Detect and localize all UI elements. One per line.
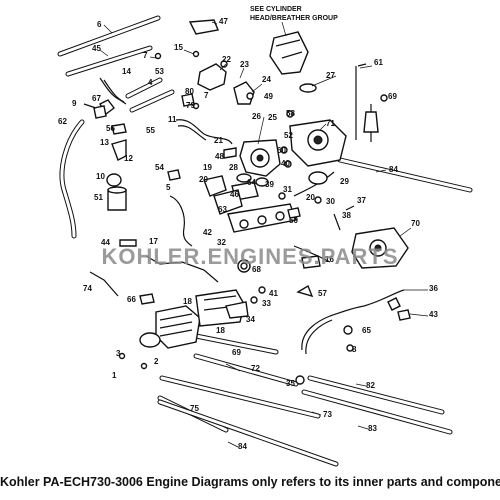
- callout-10: 10: [96, 172, 105, 181]
- callout-27: 27: [326, 71, 335, 80]
- callout-2: 2: [154, 357, 159, 366]
- callout-41: 41: [269, 289, 278, 298]
- callout-12: 12: [124, 154, 133, 163]
- callout-1: 1: [112, 371, 117, 380]
- callout-29: 29: [340, 177, 349, 186]
- note-line-2: HEAD/BREATHER GROUP: [250, 15, 338, 22]
- watermark: KOHLER.ENGINES.PARTS: [101, 244, 399, 269]
- callout-75: 74: [83, 284, 92, 293]
- callout-38: 38: [342, 211, 351, 220]
- callout-53: 53: [155, 67, 164, 76]
- callout-43: 43: [429, 310, 438, 319]
- callout-72: 71: [326, 119, 335, 128]
- callout-73: 72: [251, 364, 260, 373]
- hose-parts: [59, 63, 405, 355]
- callout-52: 52: [284, 131, 293, 140]
- callout-5: 5: [166, 183, 171, 192]
- callout-54: 54: [155, 163, 164, 172]
- callout-6: 6: [97, 20, 102, 29]
- callout-14: 14: [122, 67, 131, 76]
- callout-26: 26: [252, 112, 261, 121]
- callout-49: 49: [264, 92, 273, 101]
- callout-79: 79: [186, 101, 195, 110]
- callout-25: 25: [268, 113, 277, 122]
- callout-13: 13: [100, 138, 109, 147]
- callout-numbers: 6 47 45 7 15 22 23 14 53 61 27 24 4 80 7…: [58, 17, 438, 451]
- callout-56: 56: [106, 124, 115, 133]
- callout-7: 7: [143, 51, 148, 60]
- callout-37: 37: [357, 196, 366, 205]
- callout-39: 39: [265, 180, 274, 189]
- callout-8: 8: [352, 345, 357, 354]
- callout-7b: 7: [204, 91, 209, 100]
- callout-62: 62: [58, 117, 67, 126]
- leader-lines: [99, 21, 429, 448]
- callout-33: 33: [262, 299, 271, 308]
- callout-31: 31: [283, 185, 292, 194]
- callout-23: 23: [240, 60, 249, 69]
- callout-21: 21: [214, 136, 223, 145]
- callout-68: 68: [252, 265, 261, 274]
- note-line-1: SEE CYLINDER: [250, 6, 302, 13]
- callout-44: 44: [101, 238, 110, 247]
- callout-20b: 20: [306, 193, 315, 202]
- callout-28: 28: [229, 163, 238, 172]
- callout-15: 15: [174, 43, 183, 52]
- callout-61: 61: [374, 58, 383, 67]
- callout-36: 36: [429, 284, 438, 293]
- callout-70: 69: [232, 348, 241, 357]
- mechanical-parts: [83, 19, 411, 385]
- callout-20: 20: [199, 175, 208, 184]
- callout-9: 9: [72, 99, 77, 108]
- callout-4: 4: [148, 78, 153, 87]
- callout-71: 70: [411, 219, 420, 228]
- caption: Kohler PA-ECH730-3006 Engine Diagrams on…: [0, 475, 500, 489]
- callout-16: 16: [325, 255, 334, 264]
- callout-19: 19: [203, 163, 212, 172]
- callout-80: 80: [185, 87, 194, 96]
- callout-50: 50: [289, 216, 298, 225]
- callout-18: 18: [183, 297, 192, 306]
- callout-82: 83: [368, 424, 377, 433]
- callout-46: 46: [230, 190, 239, 199]
- callout-58: 58: [286, 109, 295, 118]
- callout-60: 60: [277, 146, 286, 155]
- callout-18b: 18: [216, 326, 225, 335]
- callout-40: 40: [281, 159, 290, 168]
- callout-57: 57: [318, 289, 327, 298]
- callout-3: 3: [116, 349, 121, 358]
- callout-35: 35: [286, 379, 295, 388]
- callout-76: 75: [190, 404, 199, 413]
- callout-11: 11: [168, 115, 177, 124]
- cylinder-head-note: SEE CYLINDER HEAD/BREATHER GROUP: [250, 6, 338, 37]
- callout-67: 67: [92, 94, 101, 103]
- callout-24: 24: [262, 75, 271, 84]
- tube-parts: [57, 15, 473, 467]
- callout-55: 55: [146, 126, 155, 135]
- callout-66: 66: [127, 295, 136, 304]
- callout-22: 22: [222, 55, 231, 64]
- callout-69: 69: [388, 92, 397, 101]
- callout-84: 84: [389, 165, 398, 174]
- callout-17: 17: [149, 237, 158, 246]
- callout-42: 42: [203, 228, 212, 237]
- callout-63: 63: [218, 205, 227, 214]
- callout-51: 51: [94, 193, 103, 202]
- callout-45: 45: [92, 44, 101, 53]
- callout-48: 48: [215, 152, 224, 161]
- callout-47: 47: [219, 17, 228, 26]
- callout-34: 34: [246, 315, 255, 324]
- callout-32: 32: [217, 238, 226, 247]
- callout-65: 65: [362, 326, 371, 335]
- callout-81: 82: [366, 381, 375, 390]
- callout-83: 84: [238, 442, 247, 451]
- callout-64: 64: [247, 178, 256, 187]
- callout-30: 30: [326, 197, 335, 206]
- callout-74: 73: [323, 410, 332, 419]
